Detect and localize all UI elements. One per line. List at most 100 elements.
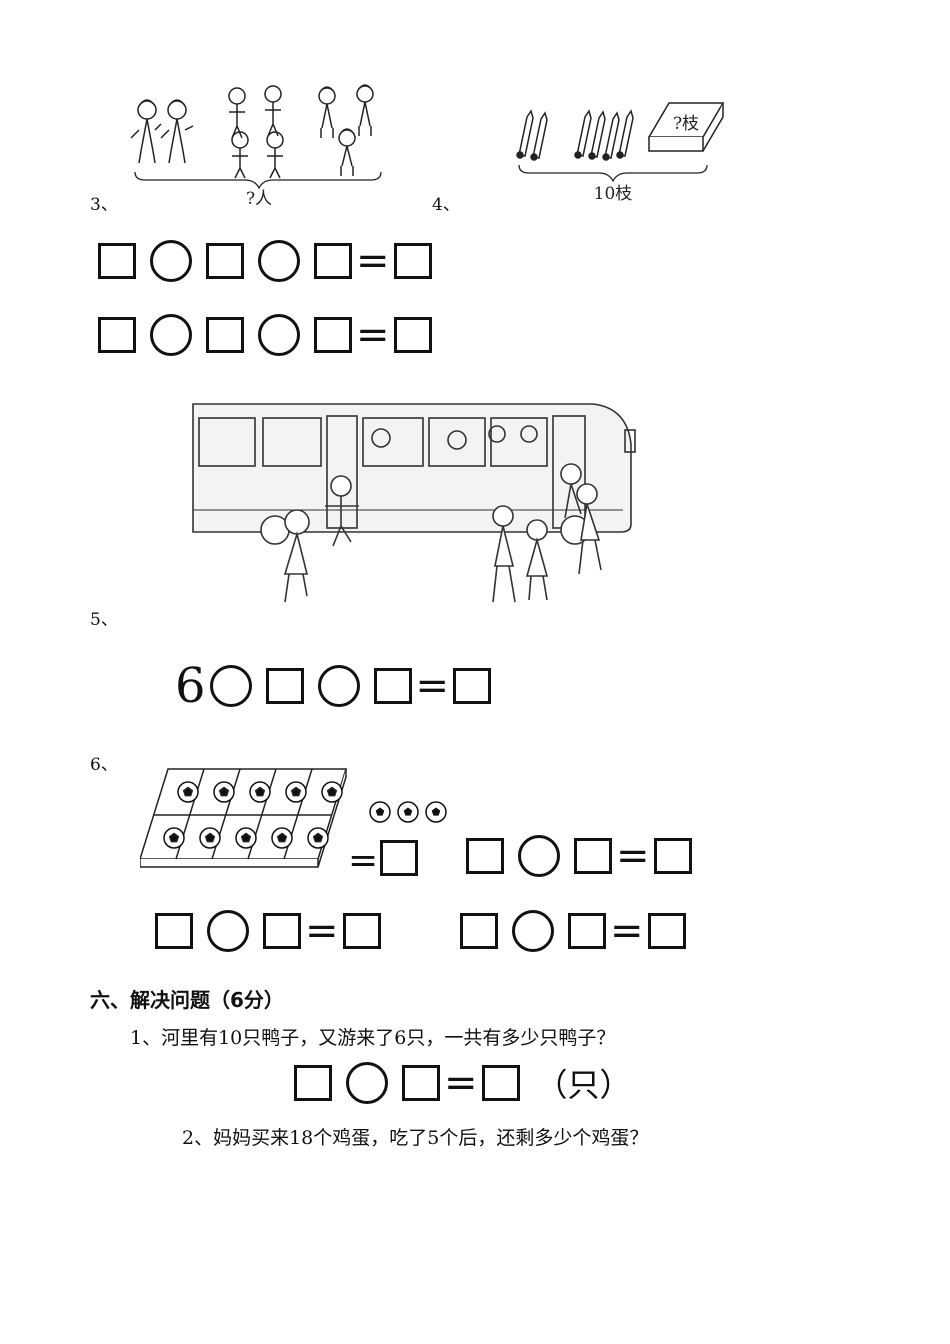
- brace-label: 10枝: [594, 184, 633, 204]
- equation-row: = （只）: [294, 1060, 632, 1106]
- answer-box[interactable]: [393, 317, 432, 353]
- operator-circle[interactable]: [258, 240, 300, 282]
- answer-box[interactable]: [574, 838, 612, 874]
- loose-balls: [369, 801, 447, 823]
- boy-figure: [264, 85, 282, 137]
- bus-window: [428, 417, 486, 467]
- problem-3-number: 3、: [90, 195, 118, 215]
- answer-box[interactable]: [568, 913, 606, 949]
- equals-sign: =: [305, 908, 339, 954]
- equation-row: =: [460, 910, 686, 952]
- child-figure: [560, 463, 582, 519]
- soccer-ball-icon: [235, 827, 257, 849]
- equals-sign: =: [415, 663, 450, 709]
- equals-sign: =: [444, 1060, 478, 1106]
- pencil-icon: [574, 109, 592, 159]
- operator-circle[interactable]: [150, 314, 192, 356]
- question-2: 2、妈妈买来18个鸡蛋，吃了5个后，还剩多少个鸡蛋？: [182, 1127, 649, 1149]
- pencils-box-illustration: ?枝 10枝: [516, 102, 725, 204]
- answer-box[interactable]: [294, 1065, 332, 1101]
- boy-figure: [266, 131, 284, 179]
- pencil-icon: [588, 110, 606, 160]
- soccer-ball-icon: [369, 801, 391, 823]
- soccer-ball-icon: [213, 781, 235, 803]
- equation-row: =: [155, 910, 381, 952]
- soccer-ball-icon: [163, 827, 185, 849]
- answer-box[interactable]: [314, 317, 352, 353]
- soccer-ball-icon: [249, 781, 271, 803]
- equals-sign: =: [616, 833, 650, 879]
- equals-sign: =: [610, 908, 644, 954]
- equals-sign: =: [348, 840, 379, 881]
- unit-label: （只）: [535, 1066, 632, 1104]
- child-figure: [492, 505, 516, 603]
- answer-box[interactable]: [653, 838, 692, 874]
- start-number: 6: [175, 658, 206, 714]
- child-figure: [576, 483, 602, 575]
- soccer-ball-icon: [425, 801, 447, 823]
- brace: [518, 164, 708, 183]
- soccer-ball-icon: [321, 781, 343, 803]
- bus-window: [198, 417, 256, 467]
- brace: [134, 171, 382, 190]
- girl-figure: [338, 128, 356, 176]
- operator-circle[interactable]: [207, 910, 249, 952]
- pencil-icon: [530, 111, 548, 161]
- problem-4-number: 4、: [432, 195, 460, 215]
- answer-box[interactable]: [453, 668, 492, 704]
- answer-box[interactable]: [380, 840, 418, 876]
- bus-window: [262, 417, 322, 467]
- boy-figure: [231, 131, 249, 179]
- pencil-icon: [602, 111, 620, 161]
- soccer-ball-icon: [271, 827, 293, 849]
- operator-circle[interactable]: [150, 240, 192, 282]
- answer-box[interactable]: [314, 243, 352, 279]
- answer-box[interactable]: [466, 838, 504, 874]
- answer-box[interactable]: [647, 913, 686, 949]
- answer-box[interactable]: [98, 243, 136, 279]
- pencil-box: [647, 102, 725, 152]
- answer-box[interactable]: [155, 913, 193, 949]
- equals-sign: =: [356, 312, 390, 358]
- answer-box[interactable]: [206, 317, 244, 353]
- answer-box[interactable]: [263, 913, 301, 949]
- problem-5-number: 5、: [90, 610, 118, 630]
- bus-window: [362, 417, 424, 467]
- soccer-ball-icon: [199, 827, 221, 849]
- problem-6-number: 6、: [90, 755, 118, 775]
- answer-box[interactable]: [342, 913, 381, 949]
- children-groups-illustration: ?人: [130, 84, 382, 209]
- answer-box[interactable]: [460, 913, 498, 949]
- girl-figure: [160, 99, 194, 164]
- child-figure: [325, 475, 359, 547]
- brace-label: ?人: [246, 189, 272, 209]
- pencil-icon: [616, 109, 634, 159]
- girl-figure: [318, 86, 336, 138]
- equation-row: =: [466, 835, 692, 877]
- answer-box[interactable]: [402, 1065, 440, 1101]
- girl-figure: [130, 99, 162, 164]
- child-figure: [525, 519, 549, 601]
- box-label: ?枝: [673, 114, 699, 134]
- operator-circle[interactable]: [258, 314, 300, 356]
- answer-box[interactable]: [98, 317, 136, 353]
- operator-circle[interactable]: [209, 665, 252, 707]
- operator-circle[interactable]: [518, 835, 560, 877]
- operator-circle[interactable]: [317, 665, 360, 707]
- answer-box[interactable]: [265, 668, 304, 704]
- operator-circle[interactable]: [346, 1062, 388, 1104]
- answer-box[interactable]: [206, 243, 244, 279]
- answer-box[interactable]: [373, 668, 412, 704]
- answer-box[interactable]: [481, 1065, 520, 1101]
- answer-box[interactable]: [393, 243, 432, 279]
- ball-tray-illustration: [140, 768, 348, 868]
- equation-row: 6 =: [175, 658, 492, 714]
- equation-row: =: [98, 240, 432, 282]
- soccer-ball-icon: [285, 781, 307, 803]
- boy-figure: [228, 87, 246, 139]
- section-title: 六、解决问题（6分）: [90, 988, 284, 1012]
- soccer-ball-icon: [397, 801, 419, 823]
- equals-sign: =: [356, 238, 390, 284]
- operator-circle[interactable]: [512, 910, 554, 952]
- girl-figure: [356, 84, 374, 136]
